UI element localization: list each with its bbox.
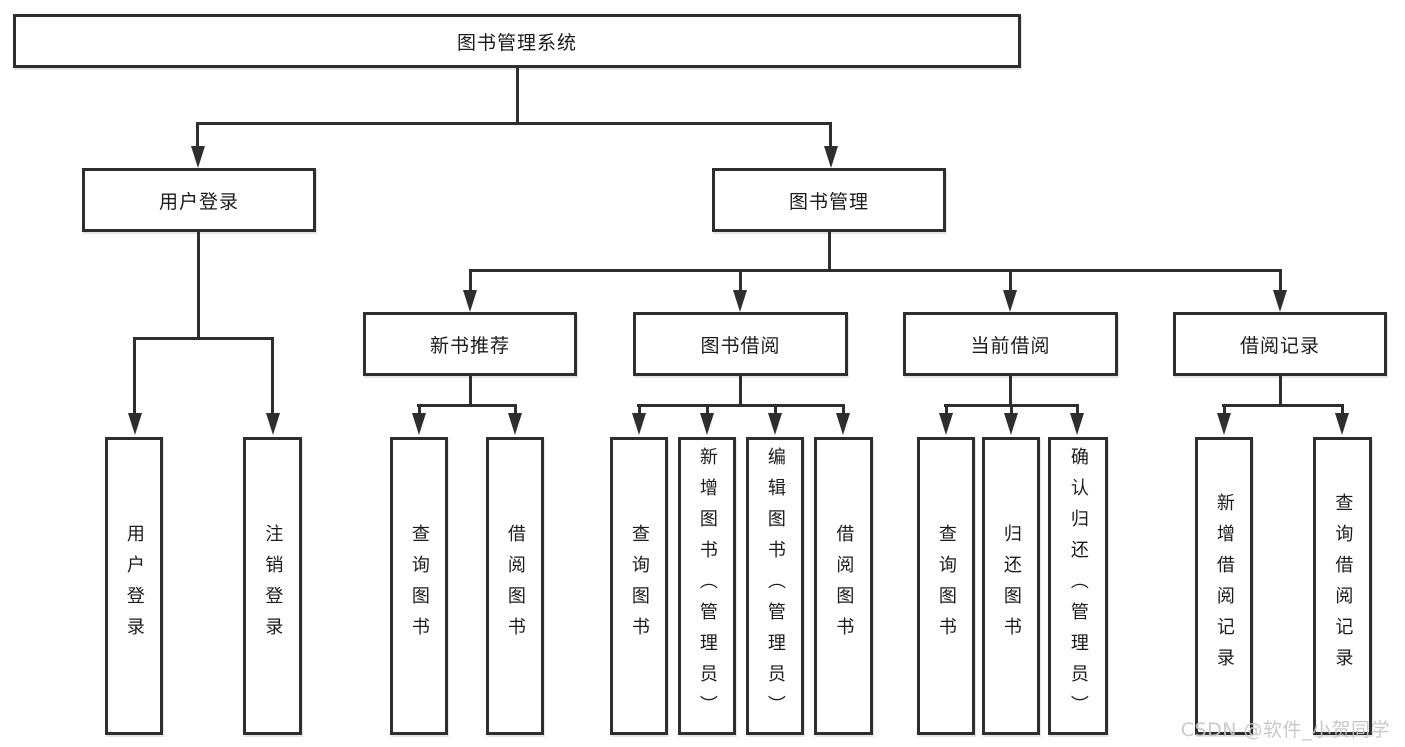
connector-line [739,269,742,292]
connector-line [706,404,709,415]
connector-line [418,404,421,415]
arrow-down-icon [768,413,782,435]
node-leaf-rec-query-book: 查询图书 [390,437,448,735]
node-label: 查询图书 [408,524,430,648]
arrow-down-icon [1273,290,1287,312]
node-label: 借阅图书 [504,524,526,648]
connector-line [842,404,845,415]
node-label: 新增图书（管理员） [696,446,718,726]
arrow-down-icon [412,413,426,435]
arrow-down-icon [508,413,522,435]
node-leaf-cb-confirm-return-admin: 确认归还（管理员） [1048,437,1108,735]
csdn-watermark: CSDN @软件_小贺同学 [1180,719,1390,741]
arrow-down-icon [1003,290,1017,312]
node-current-borrow: 当前借阅 [903,312,1118,376]
node-label: 查询图书 [935,524,957,648]
connector-line [637,404,845,407]
connector-line [1279,269,1282,292]
node-leaf-cb-return-book: 归还图书 [982,437,1040,735]
node-label: 注销登录 [262,524,284,648]
connector-line [638,404,641,415]
node-leaf-rec-borrow-book: 借阅图书 [486,437,544,735]
node-user-login: 用户登录 [82,168,316,232]
connector-line [945,404,948,415]
connector-line [1010,404,1013,415]
connector-line [1279,376,1282,407]
node-book-borrow: 图书借阅 [633,312,848,376]
connector-line [1076,404,1079,415]
node-library-system: 图书管理系统 [13,14,1021,68]
connector-line [469,269,472,292]
arrow-down-icon [1335,413,1349,435]
arrow-down-icon [836,413,850,435]
arrow-down-icon [733,290,747,312]
connector-line [469,376,472,407]
node-label: 查询图书 [628,524,650,648]
node-leaf-user-login: 用户登录 [105,437,163,735]
node-new-book-recommend: 新书推荐 [363,312,577,376]
node-leaf-br-add-record: 新增借阅记录 [1195,437,1253,735]
arrow-down-icon [266,413,280,435]
connector-line [417,404,517,407]
connector-line [828,232,831,272]
connector-line [739,376,742,407]
node-leaf-bb-edit-book-admin: 编辑图书（管理员） [746,437,804,735]
connector-line [133,337,136,415]
node-label: 归还图书 [1000,524,1022,648]
node-label: 编辑图书（管理员） [764,446,786,726]
connector-line [271,337,274,415]
node-label: 查询借阅记录 [1332,493,1354,679]
node-leaf-bb-borrow-book: 借阅图书 [814,437,873,735]
node-book-management: 图书管理 [712,168,946,232]
connector-line [1222,404,1344,407]
node-label: 借阅图书 [833,524,855,648]
connector-line [469,269,1282,272]
arrow-down-icon [191,146,205,168]
arrow-down-icon [700,413,714,435]
connector-line [774,404,777,415]
node-leaf-logout: 注销登录 [243,437,302,735]
arrow-down-icon [632,413,646,435]
connector-line [133,337,274,340]
node-leaf-bb-add-book-admin: 新增图书（管理员） [678,437,736,735]
arrow-down-icon [1217,413,1231,435]
connector-line [516,68,519,125]
arrow-down-icon [824,146,838,168]
connector-line [1009,269,1012,292]
connector-line [1223,404,1226,415]
arrow-down-icon [1004,413,1018,435]
connector-line [1009,376,1012,407]
node-borrow-records: 借阅记录 [1173,312,1387,376]
node-leaf-bb-query-book: 查询图书 [610,437,668,735]
connector-line [829,122,832,150]
node-leaf-br-query-record: 查询借阅记录 [1313,437,1372,735]
node-label: 用户登录 [123,524,145,648]
connector-line [197,232,200,340]
connector-line [1341,404,1344,415]
arrow-down-icon [463,290,477,312]
node-label: 新增借阅记录 [1213,493,1235,679]
connector-line [196,122,199,150]
arrow-down-icon [1070,413,1084,435]
arrow-down-icon [128,413,142,435]
connector-line [196,122,831,125]
arrow-down-icon [939,413,953,435]
connector-line [514,404,517,415]
node-label: 确认归还（管理员） [1067,446,1089,726]
node-leaf-cb-query-book: 查询图书 [917,437,975,735]
